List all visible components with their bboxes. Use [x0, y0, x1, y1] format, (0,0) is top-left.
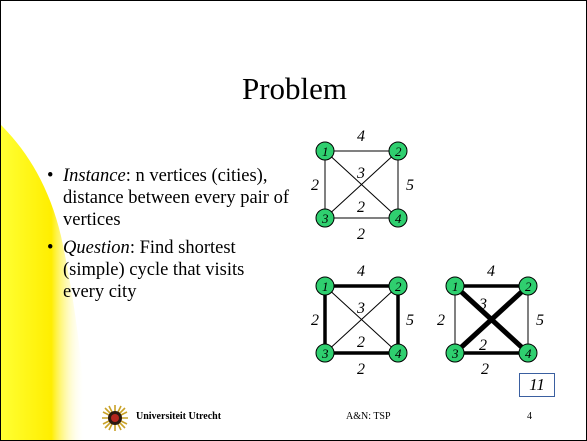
node-1-label: 1 [452, 279, 459, 294]
weight-right: 5 [406, 177, 414, 194]
weight-left: 2 [311, 312, 319, 329]
node-1 [445, 276, 465, 296]
node-2-label: 2 [395, 144, 402, 159]
node-1-label: 1 [322, 144, 329, 159]
edge-2-3 [324, 150, 399, 219]
node-3 [445, 343, 465, 363]
node-2 [388, 141, 408, 161]
graph-tour-square: 4 2 5 2 3 2 1 2 3 4 [311, 263, 414, 378]
original-page-number-box: 11 [519, 373, 555, 397]
weight-right: 5 [536, 312, 544, 329]
node-1 [315, 141, 335, 161]
graph-tour-diagonal: 4 2 5 2 3 2 1 2 3 4 [437, 263, 544, 378]
footer-course: A&N: TSP [346, 411, 391, 422]
node-1 [315, 276, 335, 296]
bullet-instance: • Instance: n vertices (cities), distanc… [47, 165, 290, 231]
bullet-question: • Question: Find shortest (simple) cycle… [47, 237, 289, 303]
footer-page-number: 4 [527, 411, 532, 422]
weight-diag-2: 2 [357, 199, 365, 216]
bullet-instance-text: : n vertices (cities), distance between … [63, 166, 290, 230]
node-4 [518, 343, 538, 363]
university-seal-icon [102, 405, 128, 431]
node-4-label: 4 [395, 211, 402, 226]
weight-top: 4 [487, 263, 495, 280]
weight-top: 4 [357, 128, 365, 145]
node-3-label: 3 [321, 346, 329, 361]
node-3-label: 3 [451, 346, 459, 361]
bullet-dot: • [47, 238, 54, 258]
node-3 [315, 343, 335, 363]
weight-diag-2: 2 [357, 334, 365, 351]
node-4 [388, 343, 408, 363]
node-2-label: 2 [395, 279, 402, 294]
bullet-list: • Instance: n vertices (cities), distanc… [47, 165, 290, 309]
node-2-label: 2 [525, 279, 532, 294]
weight-left: 2 [311, 177, 319, 194]
slide-title: Problem [241, 71, 348, 106]
node-4-label: 4 [395, 346, 402, 361]
bullet-question-text: : Find shortest (simple) cycle that visi… [63, 238, 245, 302]
footer-university: Universiteit Utrecht [136, 411, 222, 422]
node-3-label: 3 [321, 211, 329, 226]
bullet-dot: • [47, 166, 54, 186]
weight-diag-1: 3 [356, 165, 365, 182]
node-1-label: 1 [322, 279, 329, 294]
weight-bottom: 2 [357, 226, 365, 239]
graph-instance: 4 2 5 2 3 2 1 2 3 4 [311, 128, 414, 239]
weight-bottom: 2 [357, 361, 365, 378]
weight-bottom: 2 [481, 361, 489, 378]
weight-diag-1: 3 [356, 300, 365, 317]
edge-2-3 [324, 285, 399, 354]
edge-2-3 [453, 284, 530, 355]
weight-left: 2 [437, 312, 445, 329]
weight-diag-2: 2 [479, 337, 487, 354]
bullet-question-label: Question [63, 238, 130, 258]
weight-right: 5 [406, 312, 414, 329]
node-3 [315, 208, 335, 228]
bullet-instance-label: Instance [63, 166, 126, 186]
node-2 [518, 276, 538, 296]
node-4-label: 4 [525, 346, 532, 361]
node-2 [388, 276, 408, 296]
weight-diag-1: 3 [478, 296, 487, 313]
weight-top: 4 [357, 263, 365, 280]
node-4 [388, 208, 408, 228]
